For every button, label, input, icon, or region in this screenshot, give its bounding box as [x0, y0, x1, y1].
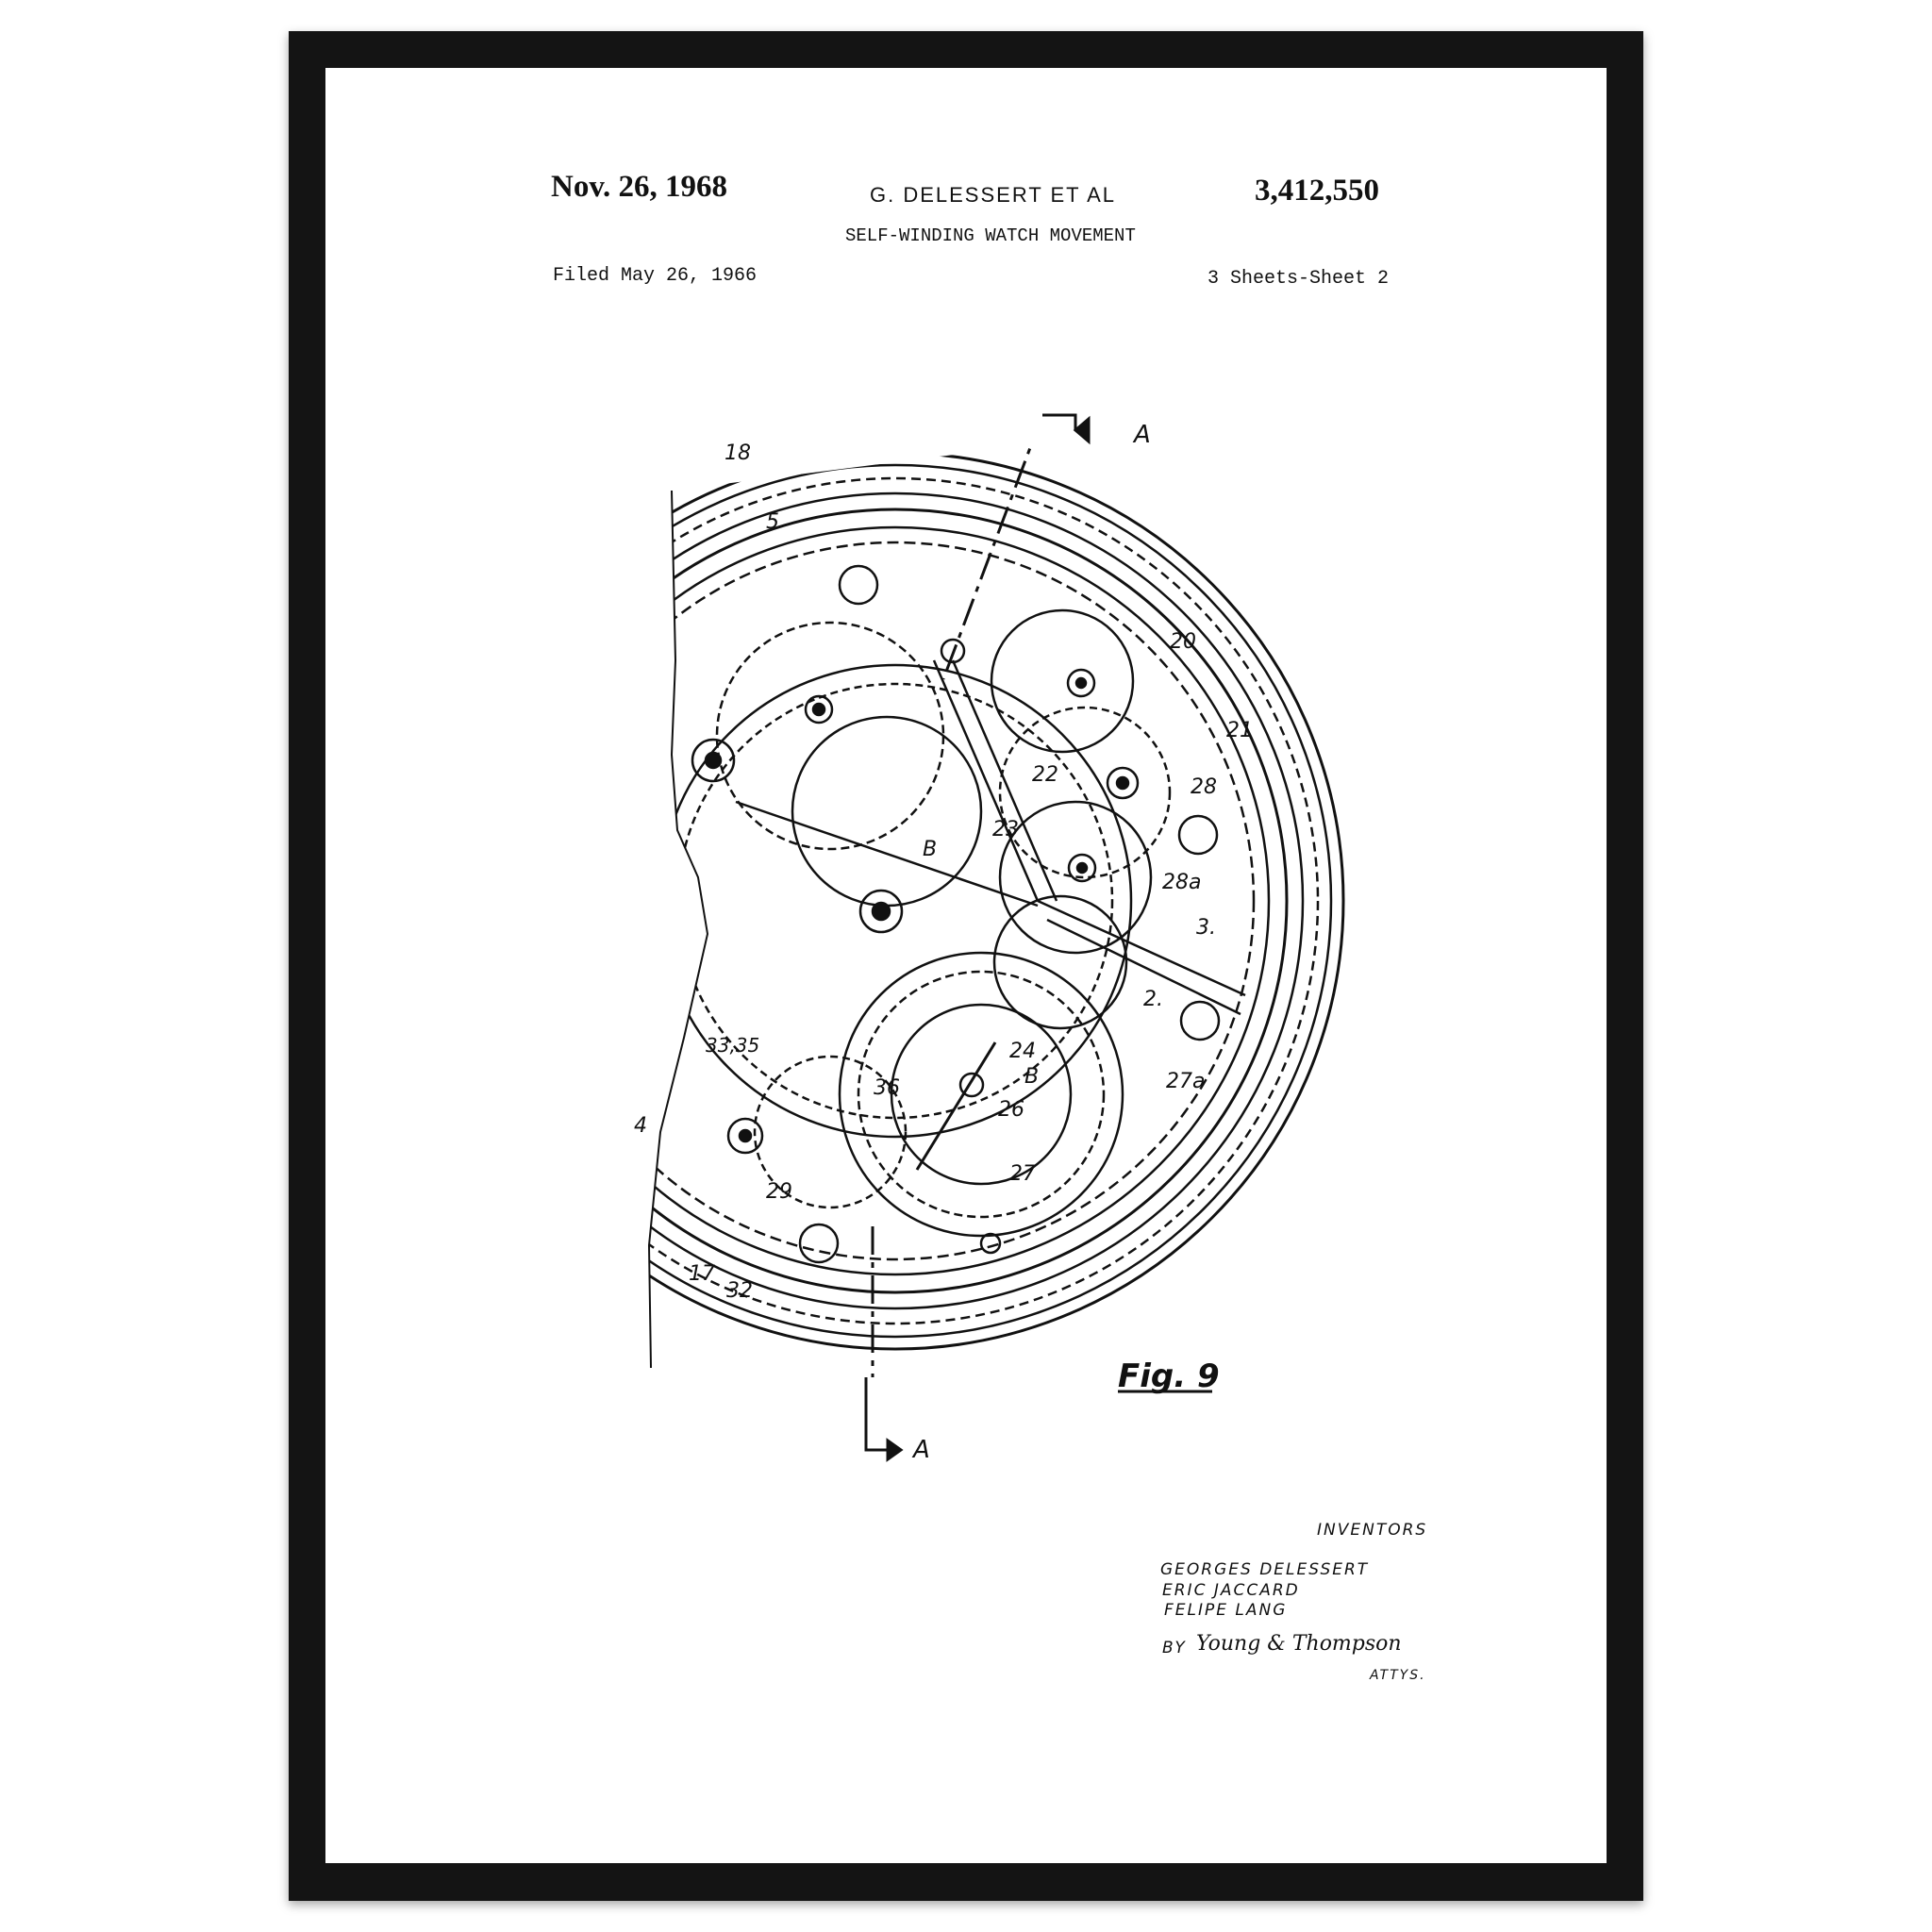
section-label-bottom: A	[911, 1436, 930, 1464]
inventor-name: Georges Delessert	[1160, 1560, 1370, 1579]
ref-B-upper: B	[923, 838, 937, 861]
patent-number: 3,412,550	[1255, 174, 1379, 208]
section-label-top: A	[1132, 421, 1151, 449]
movement-body	[649, 414, 1345, 1377]
ref-24: 24	[1009, 1040, 1036, 1063]
ref-2: 2.	[1143, 988, 1163, 1011]
ref-27a: 27a	[1166, 1070, 1205, 1093]
ref-29: 29	[766, 1180, 792, 1204]
ref-18: 18	[724, 441, 751, 465]
break-line	[647, 490, 709, 1369]
section-markers	[864, 413, 1212, 1462]
ref-4: 4	[634, 1114, 647, 1138]
ref-3: 3.	[1196, 916, 1216, 940]
ref-32: 32	[726, 1279, 753, 1303]
inventors-heading: Inventors	[1317, 1521, 1428, 1540]
attorney-signature: Young & Thompson	[1196, 1632, 1402, 1656]
ref-28: 28	[1191, 775, 1217, 799]
ref-21: 21	[1226, 719, 1253, 742]
inventor-name: Eric Jaccard	[1162, 1581, 1300, 1600]
patent-sheet	[325, 68, 1607, 1863]
ref-28a: 28a	[1162, 871, 1201, 894]
ref-36: 36	[874, 1076, 900, 1100]
patent-date: Nov. 26, 1968	[551, 170, 728, 204]
ref-22: 22	[1032, 763, 1058, 787]
ref-33-35: 33,35	[706, 1034, 759, 1057]
ref-17: 17	[689, 1262, 715, 1286]
ref-5: 5	[766, 510, 779, 534]
sheet-count: 3 Sheets-Sheet 2	[1208, 268, 1390, 290]
attys-label: Attys.	[1370, 1668, 1426, 1683]
figure-caption: Fig. 9	[1118, 1357, 1220, 1395]
ref-26: 26	[998, 1098, 1024, 1122]
ref-23: 23	[992, 818, 1019, 841]
ref-27: 27	[1009, 1162, 1036, 1186]
patent-title: SELF-WINDING WATCH MOVEMENT	[845, 225, 1136, 246]
ref-B-lower: B	[1024, 1065, 1039, 1089]
reference-labels: 18 5 20 21 22 28 23 B 28a 3. 2. 24 B 26 …	[634, 421, 1253, 1464]
ref-20: 20	[1170, 630, 1196, 654]
inventor-short: G. DELESSERT ET AL	[870, 183, 1116, 207]
by-label: By	[1162, 1639, 1187, 1657]
filed-date: Filed May 26, 1966	[553, 265, 758, 287]
inventor-name: Felipe Lang	[1164, 1601, 1288, 1620]
